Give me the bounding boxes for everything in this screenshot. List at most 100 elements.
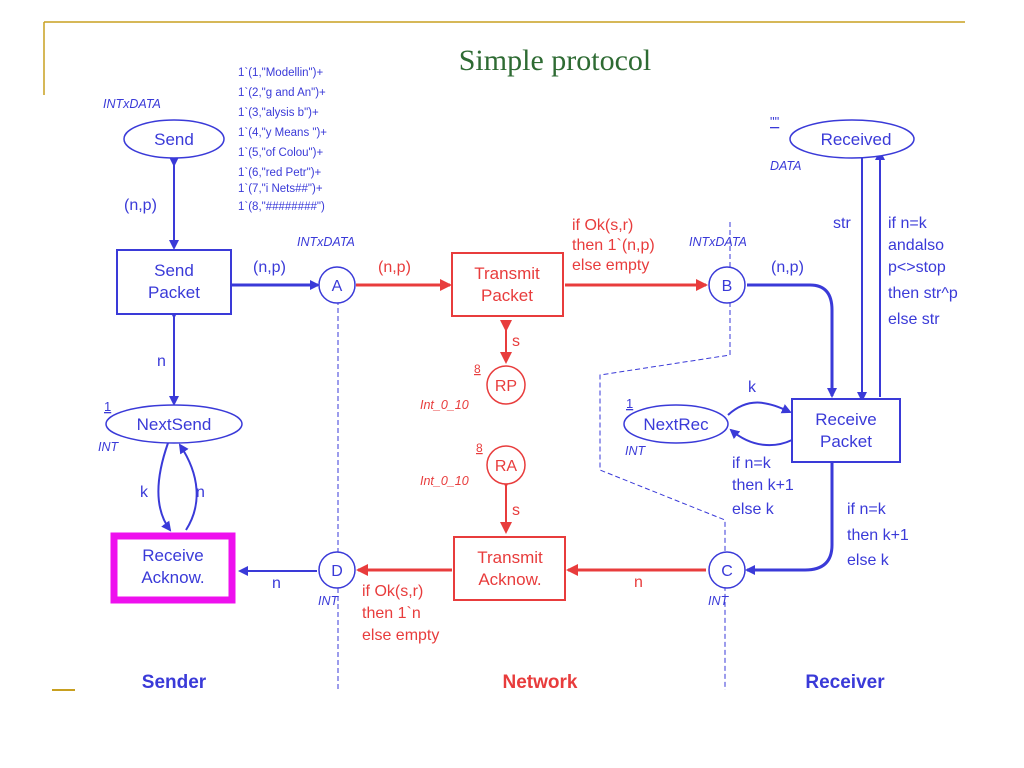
place-next-rec[interactable]: NextRec [623, 404, 729, 444]
transition-transmit-acknow[interactable]: Transmit Acknow. [453, 536, 566, 601]
expr-line: else str [888, 311, 940, 328]
send-marking-line: 1`(7,"i Nets##")+ [238, 183, 323, 195]
arc-label-ra-s: s [512, 502, 520, 519]
send-marking-line: 1`(2,"g and An")+ [238, 87, 326, 99]
place-rp-type: Int_0_10 [420, 398, 469, 412]
place-next-send[interactable]: NextSend [105, 404, 243, 444]
expr-line: if n=k [732, 455, 772, 472]
transmit-ack-guard: if Ok(s,r) then 1`n else empty [362, 583, 439, 644]
arc-label-b-np: (n,p) [771, 259, 804, 276]
place-rp-label: RP [495, 378, 517, 395]
send-marking-line: 1`(6,"red Petr")+ [238, 167, 322, 179]
place-received-initial: "" [770, 114, 780, 129]
place-a-label: A [332, 278, 343, 295]
transition-receive-packet-line1: Receive [815, 410, 876, 429]
place-ra-label: RA [495, 458, 518, 475]
place-b-label: B [722, 278, 733, 295]
place-ra-type: Int_0_10 [420, 474, 469, 488]
place-send-label: Send [154, 130, 194, 149]
place-next-rec-label: NextRec [643, 415, 709, 434]
expr-line: p<>stop [888, 259, 946, 276]
transition-send-packet[interactable]: Send Packet [116, 249, 232, 315]
place-a[interactable]: A [318, 266, 356, 304]
arc-label-n-nextsend: n [157, 353, 166, 370]
arc-nextsend-receiveack-k [157, 442, 172, 532]
transition-transmit-acknow-line2: Acknow. [478, 570, 541, 589]
place-next-send-label: NextSend [137, 415, 212, 434]
section-label-sender: Sender [142, 672, 207, 693]
send-marking-line: 1`(1,"Modellin")+ [238, 67, 323, 79]
c-expression: if n=k then k+1 else k [847, 501, 909, 569]
place-send[interactable]: Send [123, 119, 225, 159]
guard-line: else empty [572, 257, 649, 274]
expr-line: else k [847, 552, 890, 569]
place-received-label: Received [821, 130, 892, 149]
expr-line: else k [732, 501, 775, 518]
expr-line: then k+1 [732, 477, 794, 494]
place-c-type: INT [708, 594, 730, 608]
expr-line: then str^p [888, 285, 958, 302]
slide-title: Simple protocol [459, 44, 651, 77]
arc-label-c-n: n [634, 574, 643, 591]
send-marking-line: 1`(5,"of Colou")+ [238, 147, 323, 159]
place-ra[interactable]: RA [486, 445, 526, 485]
transition-transmit-packet-line2: Packet [481, 286, 533, 305]
guard-line: if Ok(s,r) [572, 217, 633, 234]
place-next-rec-type: INT [625, 444, 647, 458]
send-initial-marking: 1`(1,"Modellin")+ 1`(2,"g and An")+ 1`(3… [238, 67, 327, 213]
send-marking-line: 1`(4,"y Means ")+ [238, 127, 327, 139]
arc-label-a-transmit: (n,p) [378, 259, 411, 276]
place-c-label: C [721, 563, 733, 580]
arc-nextrec-receivepacket [727, 401, 792, 416]
place-c[interactable]: C [708, 551, 746, 589]
expr-line: if n=k [847, 501, 887, 518]
place-send-type: INTxDATA [103, 97, 161, 111]
section-dividers [337, 222, 731, 690]
arc-label-n-recv: n [196, 484, 205, 501]
section-label-network: Network [503, 672, 578, 693]
arc-label-rp-s: s [512, 333, 520, 350]
arc-label-send-np: (n,p) [124, 197, 157, 214]
arc-label-d-n: n [272, 575, 281, 592]
place-d-label: D [331, 563, 343, 580]
expr-line: then k+1 [847, 527, 909, 544]
arc-receiveack-nextsend-n [178, 443, 198, 531]
transition-transmit-packet-line1: Transmit [474, 264, 540, 283]
expr-line: if n=k [888, 215, 928, 232]
transition-receive-acknow[interactable]: Receive Acknow. [110, 532, 236, 604]
guard-line: if Ok(s,r) [362, 583, 423, 600]
place-rp[interactable]: RP [486, 365, 526, 405]
arc-receivepacket-c [745, 457, 834, 575]
guard-line: else empty [362, 627, 439, 644]
nextrec-expression: if n=k then k+1 else k [732, 455, 794, 518]
place-d-type: INT [318, 594, 340, 608]
place-ra-initial: 8 [476, 441, 483, 455]
place-b[interactable]: B [708, 266, 746, 304]
guard-line: then 1`(n,p) [572, 237, 655, 254]
arc-receivepacket-nextrec [729, 428, 793, 447]
transition-receive-acknow-line1: Receive [142, 546, 203, 565]
send-marking-line: 1`(3,"alysis b")+ [238, 107, 319, 119]
transition-send-packet-line2: Packet [148, 283, 200, 302]
place-rp-initial: 8 [474, 362, 481, 376]
place-a-type: INTxDATA [297, 235, 355, 249]
transition-send-packet-line1: Send [154, 261, 194, 280]
place-b-type: INTxDATA [689, 235, 747, 249]
place-next-send-type: INT [98, 440, 120, 454]
guard-line: then 1`n [362, 605, 421, 622]
place-received-type: DATA [770, 159, 801, 173]
transition-receive-packet[interactable]: Receive Packet [791, 398, 901, 463]
section-label-receiver: Receiver [805, 672, 885, 693]
arc-label-str: str [833, 215, 851, 232]
transition-receive-acknow-line2: Acknow. [141, 568, 204, 587]
place-d[interactable]: D [318, 551, 356, 589]
transition-transmit-acknow-line1: Transmit [477, 548, 543, 567]
arc-label-k-nextrec: k [748, 379, 757, 396]
transition-transmit-packet[interactable]: Transmit Packet [451, 252, 564, 317]
expr-line: andalso [888, 237, 944, 254]
place-next-send-initial: 1 [104, 399, 111, 414]
place-next-rec-initial: 1 [626, 396, 633, 411]
received-expression: if n=k andalso p<>stop then str^p else s… [888, 215, 958, 328]
place-received[interactable]: Received [789, 119, 915, 159]
